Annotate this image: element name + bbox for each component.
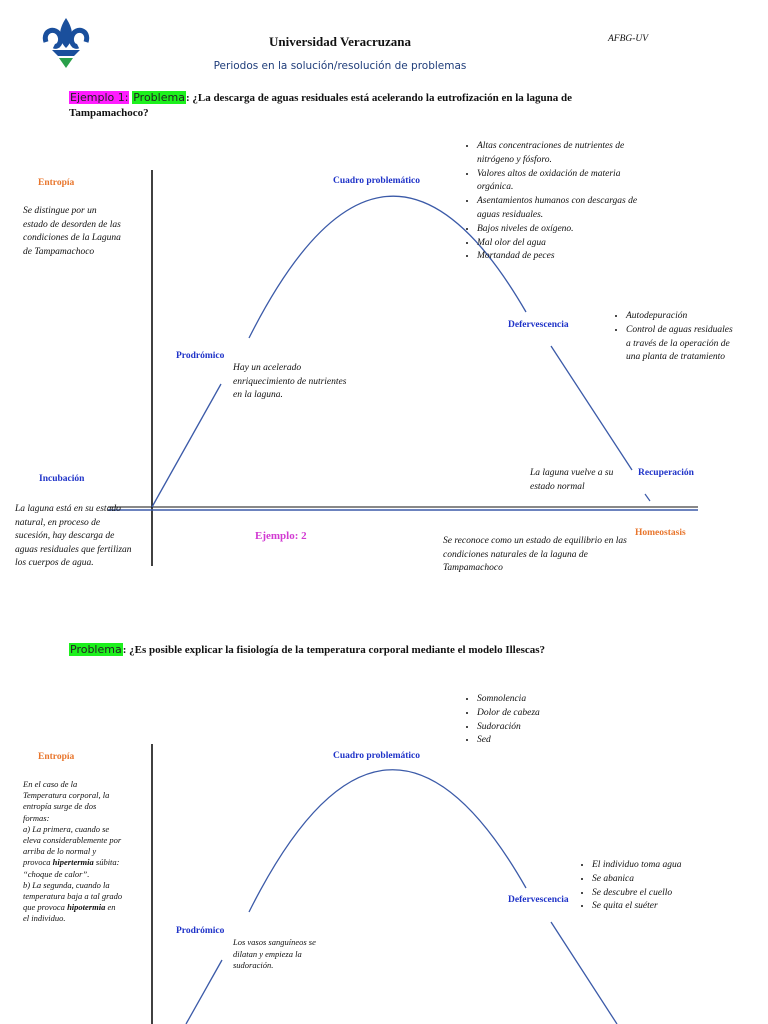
list-item: Mal olor del agua [477,237,649,251]
defervescencia-bullets-2: El individuo toma agua Se abanica Se des… [574,859,724,914]
prodromico-text-1: Hay un acelerado enriquecimiento de nutr… [233,363,347,400]
list-item: Altas concentraciones de nutrientes de n… [477,140,649,168]
list-item: Se quita el suéter [592,900,724,914]
section1-question-block: Ejemplo 1: Problema: ¿La descarga de agu… [69,91,639,120]
homeostasis-label: Homeostasis [635,528,686,538]
diagram1-recovery-line [644,493,651,502]
example2-label: Ejemplo: 2 [255,530,307,542]
cuadro-bullets-2: Somnolencia Dolor de cabeza Sudoración S… [459,693,609,748]
list-item: Valores altos de oxidación de materia or… [477,168,649,196]
problem2-tag: Problema [69,643,123,656]
list-item: El individuo toma agua [592,859,724,873]
diagram1-prodromic-line [151,383,222,508]
entropia-label-2: Entropía [38,752,75,762]
list-item: Mortandad de peces [477,250,649,264]
defervescencia-label-2: Defervescencia [508,895,569,905]
recuperacion-label: Recuperación [638,468,694,478]
list-item: Se abanica [592,873,724,887]
section1-question: : ¿La descarga de aguas residuales está … [69,92,573,119]
list-item: Bajos niveles de oxígeno. [477,223,649,237]
list-item: Sudoración [477,721,609,735]
incubacion-label: Incubación [39,474,85,484]
homeostasis-text: Se reconoce como un estado de equilibrio… [443,536,627,573]
list-item: Asentamientos humanos con descargas de a… [477,195,649,223]
incubacion-text: La laguna está en su estado natural, en … [15,504,132,568]
problem1-tag: Problema [132,91,186,104]
document-subtitle: Periodos en la solución/resolución de pr… [213,60,467,72]
list-item: Autodepuración [626,310,733,324]
defervescencia-label-1: Defervescencia [508,320,569,330]
list-item: Somnolencia [477,693,609,707]
cuadro-bullets-1: Altas concentraciones de nutrientes de n… [459,140,649,264]
diagram1-defervescence-line [550,345,633,471]
diagram2-prodromic-line [185,959,223,1024]
list-item: Sed [477,734,609,748]
list-item: Dolor de cabeza [477,707,609,721]
prodromico-label-2: Prodrómico [176,926,225,936]
defervescencia-bullets-1: Autodepuración Control de aguas residual… [608,310,733,365]
entropia-text-2: En el caso de la Temperatura corporal, l… [23,779,123,924]
entropia-text-1: Se distingue por un estado de desorden d… [23,206,121,257]
university-title: Universidad Veracruzana [269,34,411,49]
cuadro-label-2: Cuadro problemático [333,751,420,761]
list-item: Control de aguas residuales a través de … [626,324,733,365]
entropia-label-1: Entropía [38,178,75,188]
section2-question-block: Problema: ¿Es posible explicar la fisiol… [69,643,709,658]
document-code: AFBG-UV [608,34,649,44]
diagram2-defervescence-line [550,921,618,1024]
section2-question: : ¿Es posible explicar la fisiología de … [122,644,546,656]
prodromico-label-1: Prodrómico [176,351,225,361]
list-item: Se descubre el cuello [592,887,724,901]
recuperacion-text: La laguna vuelve a su estado normal [530,468,614,492]
diagram1-problem-curve [248,195,527,339]
example1-tag: Ejemplo 1: [69,91,130,104]
prodromico-text-2: Los vasos sanguíneos se dilatan y empiez… [233,937,316,970]
diagram2-problem-curve [248,769,527,913]
cuadro-label-1: Cuadro problemático [333,176,420,186]
